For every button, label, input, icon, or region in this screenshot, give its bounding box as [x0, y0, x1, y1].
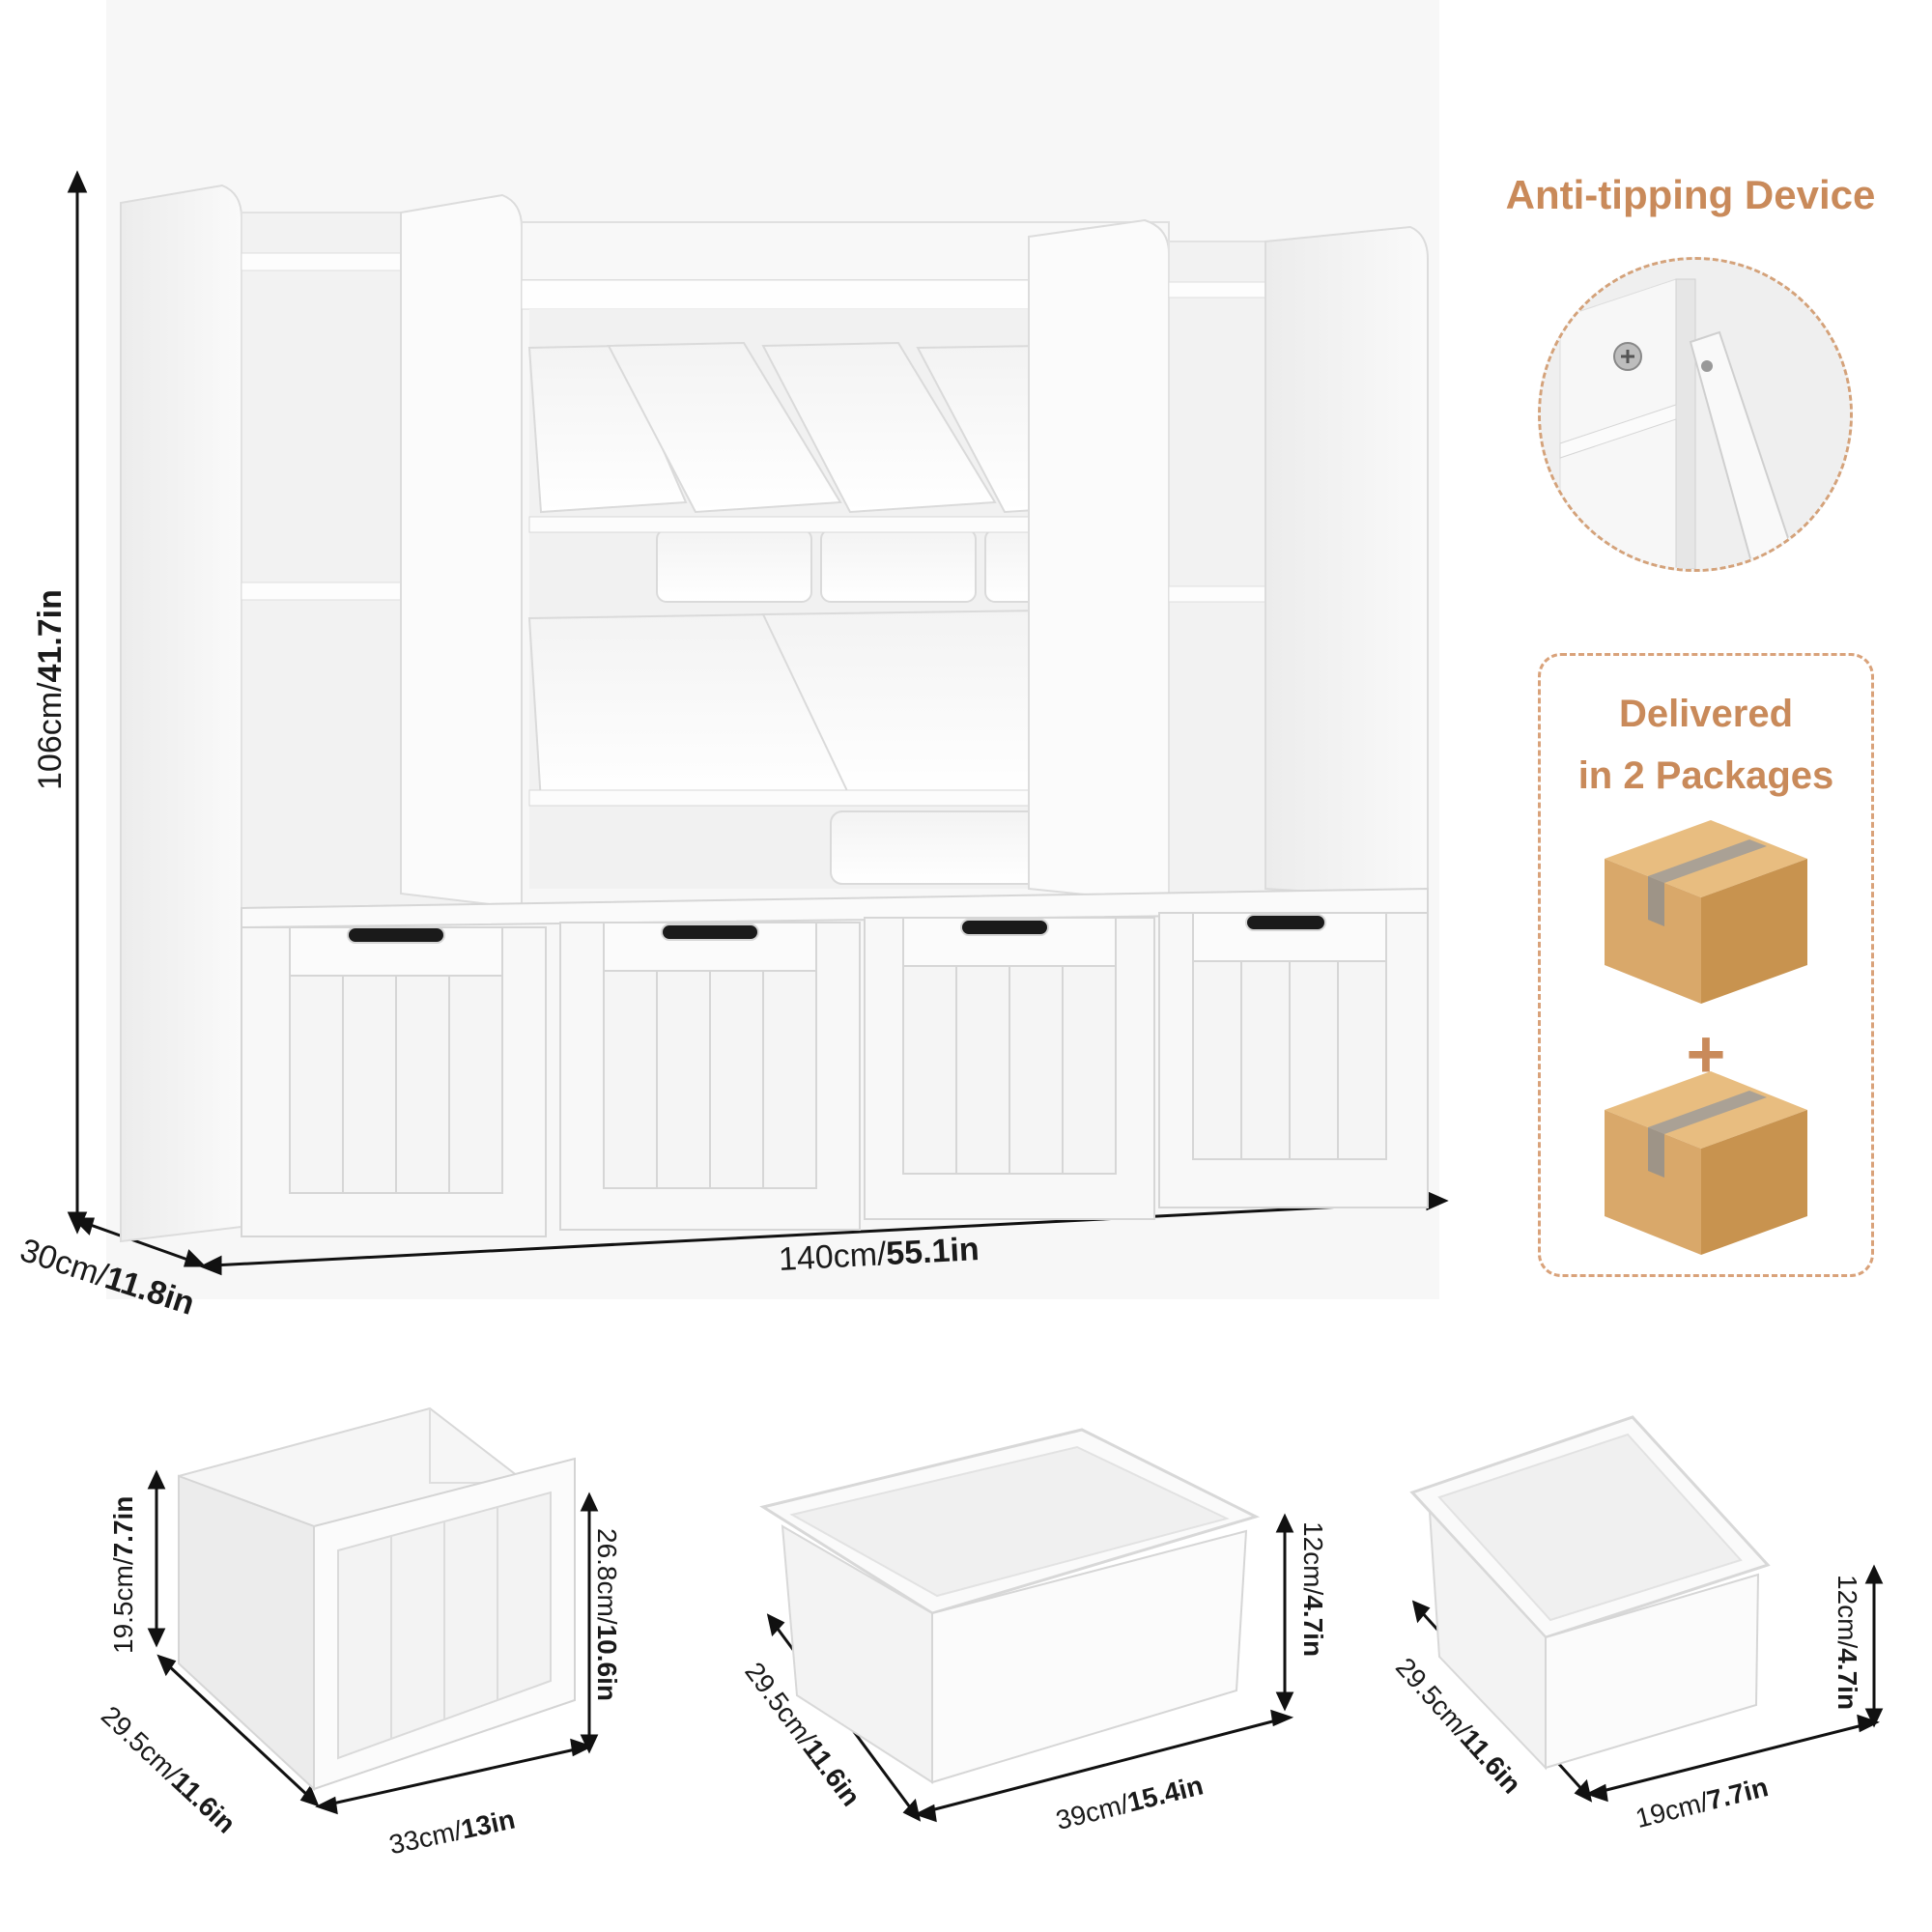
small-bin-height-label: 12cm/4.7in — [1833, 1575, 1862, 1711]
delivery-packages-card: Delivered in 2 Packages + — [1538, 653, 1874, 1277]
anti-tipping-title: Anti-tipping Device — [1505, 172, 1876, 217]
packages-line-1: Delivered — [1618, 693, 1794, 735]
drawer-fronts — [241, 912, 1429, 1237]
cardboard-box-icon-2 — [1605, 1071, 1807, 1255]
anti-tipping-closeup — [1538, 257, 1853, 572]
large-bin-height-label: 12cm/4.7in — [1298, 1521, 1328, 1658]
drawer-illustration — [147, 1406, 599, 1815]
cardboard-box-icon — [1605, 820, 1807, 1004]
packages-line-2: in 2 Packages — [1577, 754, 1834, 797]
dimension-arrows — [67, 170, 1449, 1276]
drawer-front-height-label: 26.8cm/10.6in — [592, 1528, 622, 1701]
toy-storage-unit-illustration — [67, 170, 1449, 1276]
small-bin-illustration — [1409, 1415, 1884, 1803]
drawer-back-height-label: 19.5cm/7.7in — [108, 1495, 138, 1654]
large-bin-illustration — [759, 1428, 1294, 1823]
height-dimension-label: 106cm/41.7in — [32, 589, 69, 790]
anti-tipping-strap-icon — [1541, 260, 1850, 569]
